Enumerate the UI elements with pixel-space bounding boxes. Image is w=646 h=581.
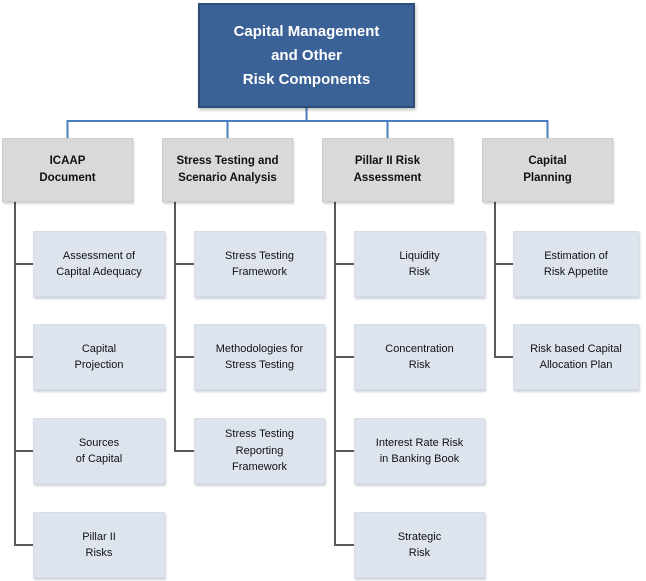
leaf-pillar-ii-risks: Pillar II Risks — [33, 512, 165, 578]
branch-icaap-document: ICAAP Document — [2, 138, 133, 202]
branch-pillar-ii-risk-assessment: Pillar II Risk Assessment — [322, 138, 453, 202]
leaf-estimation-of-risk-appetite: Estimation of Risk Appetite — [513, 231, 639, 297]
root-node-capital-management: Capital Management and Other Risk Compon… — [198, 3, 415, 108]
branch-capital-planning: Capital Planning — [482, 138, 613, 202]
leaf-liquidity-risk: Liquidity Risk — [354, 231, 485, 297]
leaf-sources-of-capital: Sources of Capital — [33, 418, 165, 484]
leaf-risk-based-capital-allocation-plan: Risk based Capital Allocation Plan — [513, 324, 639, 390]
leaf-concentration-risk: Concentration Risk — [354, 324, 485, 390]
branch-stress-testing-scenario-analysis: Stress Testing and Scenario Analysis — [162, 138, 293, 202]
leaf-assessment-of-capital-adequacy: Assessment of Capital Adequacy — [33, 231, 165, 297]
leaf-stress-testing-reporting-framework: Stress Testing Reporting Framework — [194, 418, 325, 484]
leaf-methodologies-for-stress-testing: Methodologies for Stress Testing — [194, 324, 325, 390]
leaf-stress-testing-framework: Stress Testing Framework — [194, 231, 325, 297]
leaf-interest-rate-risk-banking-book: Interest Rate Risk in Banking Book — [354, 418, 485, 484]
leaf-strategic-risk: Strategic Risk — [354, 512, 485, 578]
leaf-capital-projection: Capital Projection — [33, 324, 165, 390]
